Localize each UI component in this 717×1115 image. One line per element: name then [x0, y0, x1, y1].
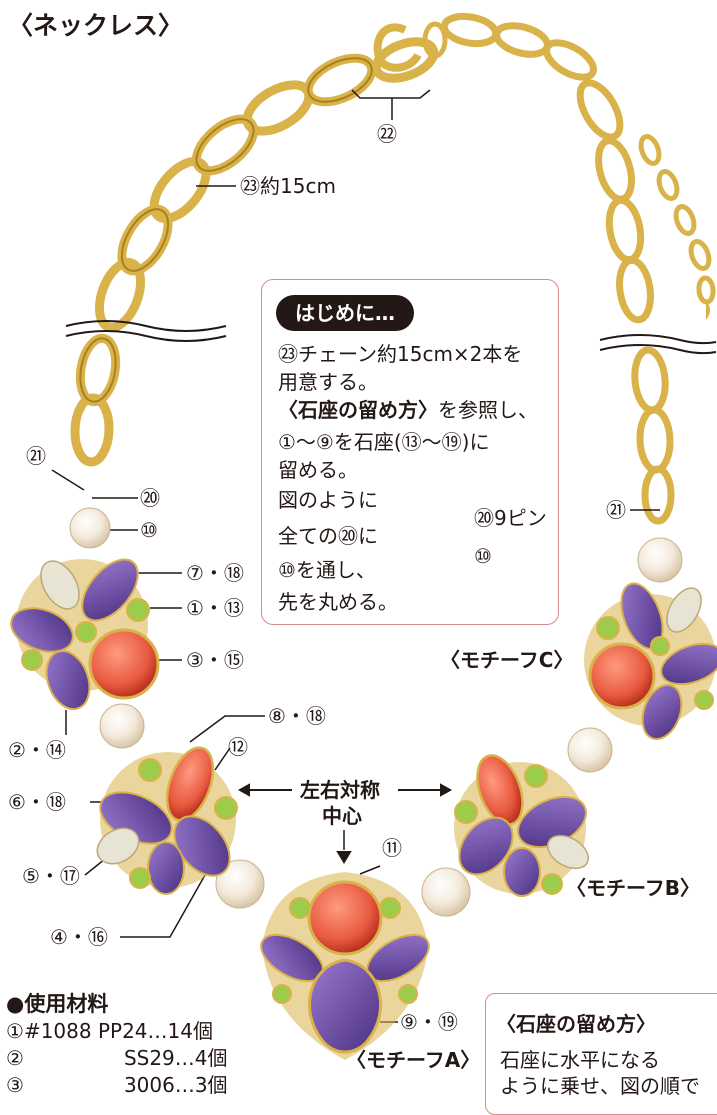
intro-box: はじめに… ㉓チェーン約15cm×2本を 用意する。 〈石座の留め方〉を参照し、… — [261, 279, 559, 625]
chain-left-shading — [79, 57, 373, 403]
materials-list: ●使用材料 ①#1088 PP24…14個 ② SS29…4個 ③ 3006…3個 — [6, 990, 228, 1099]
label-part-20-left: ⑳ — [140, 486, 160, 510]
label-center: 中心 — [322, 804, 362, 828]
label-part-22: ㉒ — [377, 122, 397, 146]
label-part-9-19: ⑨・⑲ — [400, 1010, 458, 1034]
setting-text: ように乗せ、図の順で — [500, 1074, 700, 1098]
label-motif-b: 〈モチーフB〉 — [566, 876, 701, 900]
setting-heading: 〈石座の留め方〉 — [496, 1012, 656, 1036]
label-part-10-left: ⑩ — [140, 518, 158, 542]
setting-method-box: 〈石座の留め方〉 石座に水平になる ように乗せ、図の順で — [485, 993, 717, 1115]
label-part-6-18: ⑥・⑱ — [8, 790, 66, 814]
intro-line: 全ての⑳に — [278, 524, 378, 548]
motif-cluster-upper-right — [584, 582, 717, 741]
extender-drop — [706, 300, 710, 320]
chain-right — [440, 12, 675, 525]
materials-heading: ●使用材料 — [6, 992, 109, 1016]
page-title: 〈ネックレス〉 — [8, 11, 184, 40]
label-symmetry: 左右対称 — [300, 778, 380, 802]
materials-num: ② — [6, 1046, 24, 1071]
motif-cluster-center — [260, 872, 430, 1060]
label-part-8-18: ⑧・⑱ — [268, 704, 326, 728]
label-part-11: ⑪ — [382, 836, 402, 860]
leader-lines — [51, 89, 660, 1023]
label-part-1-13: ①・⑬ — [186, 596, 244, 620]
break-marks — [65, 320, 717, 355]
intro-line: ㉓チェーン約15cm×2本を — [278, 342, 523, 366]
intro-line-rest: を参照し、 — [438, 398, 538, 422]
motif-cluster-upper-left — [10, 558, 160, 711]
symmetry-arrows — [237, 783, 453, 864]
intro-line: ⑩を通し、 — [278, 558, 376, 582]
motif-cluster-right — [454, 754, 590, 897]
intro-line: 図のように — [278, 488, 378, 512]
intro-line: 〈石座の留め方〉を参照し、 — [278, 398, 538, 422]
materials-row: ③ 3006…3個 — [6, 1072, 228, 1099]
label-part-4-16: ④・⑯ — [50, 925, 108, 949]
lobster-clasp — [373, 21, 448, 72]
intro-line: ①〜⑨を石座(⑬〜⑲)に — [278, 430, 490, 454]
intro-heading: はじめに… — [276, 295, 414, 331]
intro-line-bold: 〈石座の留め方〉 — [278, 398, 438, 422]
label-part-7-18: ⑦・⑱ — [186, 561, 244, 585]
motif-cluster-left — [96, 746, 238, 895]
label-part-5-17: ⑤・⑰ — [22, 864, 80, 888]
label-part-2-14: ②・⑭ — [8, 738, 66, 762]
bead-label: ⑩ — [474, 544, 492, 568]
materials-num: ③ — [6, 1073, 24, 1098]
label-motif-c: 〈モチーフC〉 — [440, 648, 574, 672]
materials-row: ①#1088 PP24…14個 — [6, 1018, 228, 1045]
intro-line: 先を丸める。 — [278, 590, 398, 614]
label-part-12: ⑫ — [228, 735, 248, 759]
label-part-21-left: ㉑ — [26, 444, 46, 468]
materials-num: ① — [6, 1019, 24, 1044]
materials-item: 3006…3個 — [123, 1073, 228, 1098]
label-motif-a: 〈モチーフA〉 — [346, 1048, 481, 1072]
materials-item: SS29…4個 — [123, 1046, 228, 1071]
intro-line: 留める。 — [278, 458, 358, 482]
pin-label: ⑳9ピン — [474, 506, 547, 530]
intro-line: 用意する。 — [278, 370, 378, 394]
label-part-21-right: ㉑ — [606, 498, 626, 522]
materials-item: #1088 PP24…14個 — [23, 1019, 213, 1044]
materials-row: ② SS29…4個 — [6, 1045, 228, 1072]
setting-text: 石座に水平になる — [500, 1048, 660, 1072]
label-chain-length: ㉓約15cm — [240, 174, 336, 198]
label-part-3-15: ③・⑮ — [186, 648, 244, 672]
pearls — [69, 507, 683, 917]
